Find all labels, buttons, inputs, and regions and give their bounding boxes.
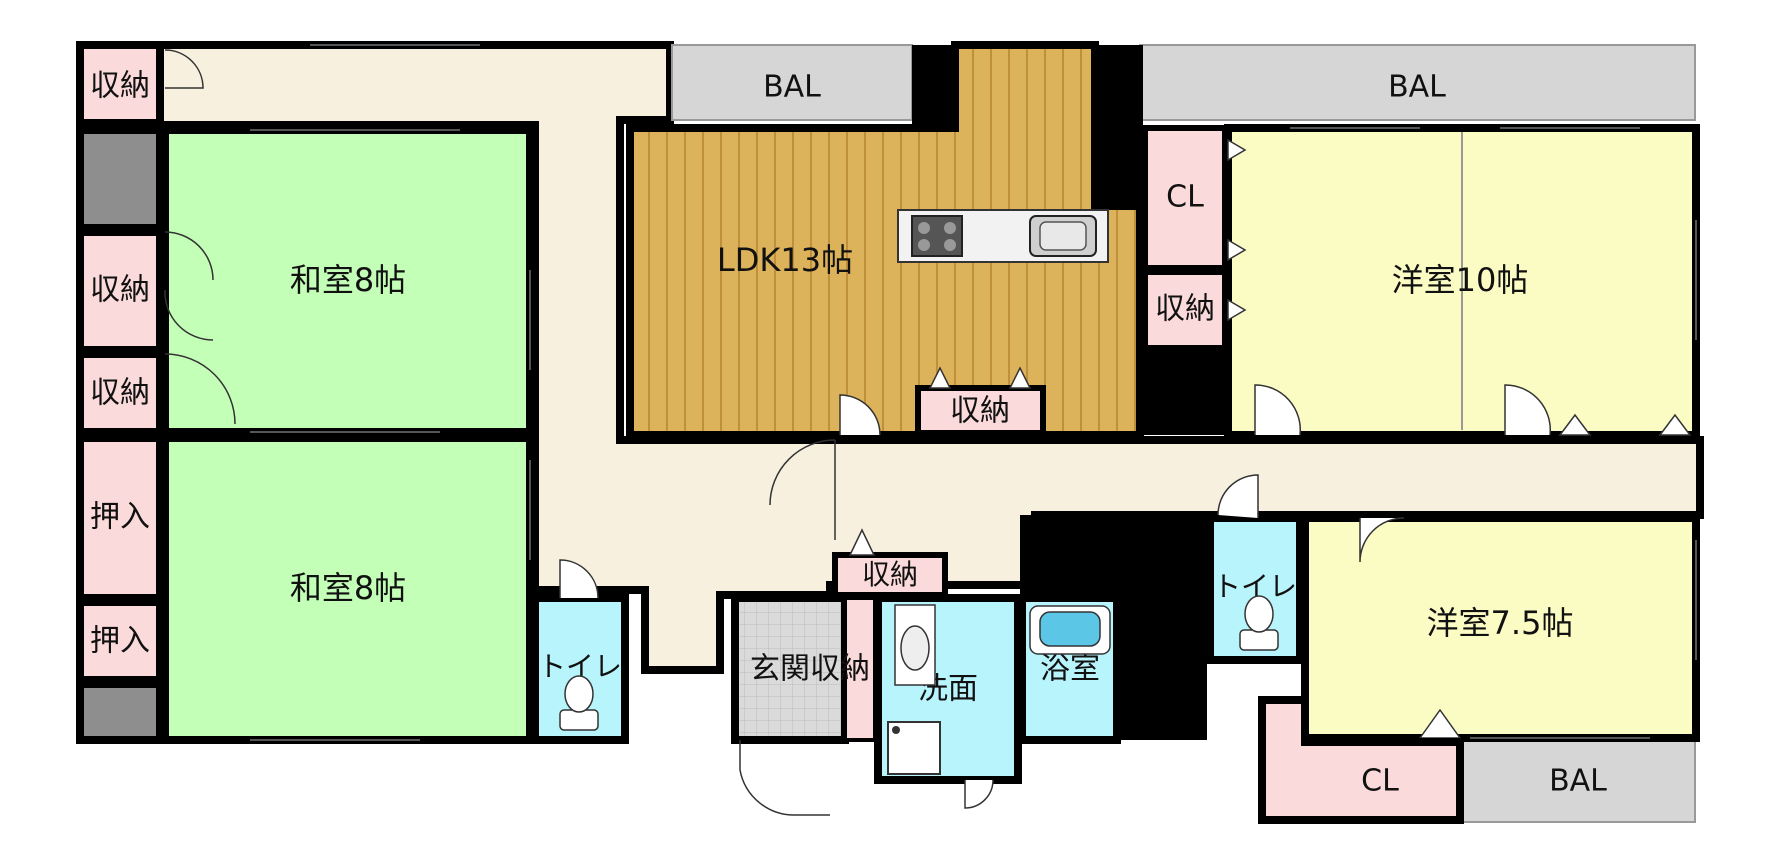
- pipe-shaft: [76, 126, 164, 232]
- storage-top-left: 収納: [76, 41, 164, 127]
- genkan: 玄関収納: [731, 594, 877, 816]
- genkan-storage-label: 玄関収納: [750, 652, 870, 687]
- washroom: 洗面: [874, 594, 1022, 809]
- washitsu-top: 和室8帖: [161, 126, 534, 436]
- door-swing-icon: [1359, 517, 1405, 563]
- washing-machine-icon: [887, 721, 941, 775]
- oshiire-2: 押入: [76, 598, 164, 684]
- balcony-right-top: BAL: [1139, 44, 1696, 121]
- closet-top: CL: [1142, 125, 1228, 271]
- window-marks: [1290, 127, 1697, 739]
- hall-storage-label: 収納: [862, 558, 918, 591]
- oshiire-1-label: 押入: [90, 500, 150, 535]
- washitsu-bottom-label: 和室8帖: [290, 569, 406, 607]
- storage-top-left-label: 収納: [90, 69, 150, 104]
- wall-column: [1095, 45, 1143, 210]
- ldk-room: LDK13帖 収納: [626, 41, 1225, 439]
- wall-column: [912, 45, 957, 128]
- door-swing-icon: [839, 394, 881, 436]
- toilet-icon: [559, 675, 599, 731]
- storage-right: 収納: [1142, 269, 1228, 351]
- door-swing-icon: [559, 559, 599, 599]
- oshiire-2-label: 押入: [90, 624, 150, 659]
- door-swing-icon: [164, 231, 236, 425]
- door-swing-icon: [164, 49, 204, 89]
- toilet-left: トイレ: [531, 559, 629, 744]
- door-swing-icon: [964, 779, 994, 809]
- yoshitsu-10: 洋室10帖: [1224, 124, 1700, 439]
- door-swing-icon: [848, 528, 876, 556]
- toilet-right: トイレ: [1206, 474, 1304, 664]
- yoshitsu-10-label: 洋室10帖: [1392, 261, 1529, 299]
- window-marks: [250, 44, 531, 741]
- door-swing-icon: [1558, 413, 1692, 436]
- storage-left-middle-label: 収納: [90, 273, 150, 308]
- bathtub-icon: [1029, 605, 1111, 655]
- balcony-right-bottom-label: BAL: [1549, 764, 1607, 799]
- hall-storage: 収納: [832, 528, 948, 598]
- door-swing-icon: [1254, 384, 1552, 436]
- storage-right-label: 収納: [1155, 292, 1215, 327]
- bathroom-label: 浴室: [1040, 652, 1100, 687]
- pipe-shaft: [76, 680, 164, 744]
- balcony-right-top-label: BAL: [1388, 70, 1446, 105]
- sink-icon: [1029, 215, 1097, 257]
- door-swing-icon: [769, 439, 836, 540]
- washitsu-bottom: 和室8帖: [161, 434, 534, 744]
- storage-left-lower: 収納: [76, 350, 164, 436]
- toilet-icon: [1239, 595, 1279, 651]
- washbasin-icon: [894, 604, 936, 686]
- balcony-center-label: BAL: [763, 70, 821, 105]
- ldk-storage: [915, 385, 1046, 436]
- bathroom: 浴室: [1018, 594, 1121, 744]
- storage-left-lower-label: 収納: [90, 376, 150, 411]
- closet-bottom: CL: [1258, 696, 1464, 824]
- balcony-center: BAL: [671, 44, 913, 121]
- stove-icon: [911, 215, 963, 257]
- oshiire-1: 押入: [76, 434, 164, 602]
- closet-bottom-label: CL: [1361, 764, 1399, 799]
- yoshitsu-75: 洋室7.5帖: [1301, 514, 1700, 742]
- yoshitsu-75-label: 洋室7.5帖: [1427, 604, 1574, 642]
- closet-top-label: CL: [1166, 180, 1204, 215]
- storage-left-middle: 収納: [76, 228, 164, 354]
- door-swing-icon: [928, 366, 1032, 389]
- hallway: [156, 41, 1704, 674]
- entrance-door-icon: [739, 740, 830, 816]
- door-swing-icon: [1227, 138, 1247, 322]
- ldk-storage-label: 収納: [950, 394, 1010, 429]
- door-swing-icon: [1217, 474, 1259, 518]
- wall-column: [1140, 350, 1225, 435]
- ldk-label: LDK13帖: [717, 241, 853, 279]
- balcony-right-bottom: BAL: [1461, 739, 1696, 823]
- washitsu-top-label: 和室8帖: [290, 261, 406, 299]
- wall-column: [1117, 515, 1207, 740]
